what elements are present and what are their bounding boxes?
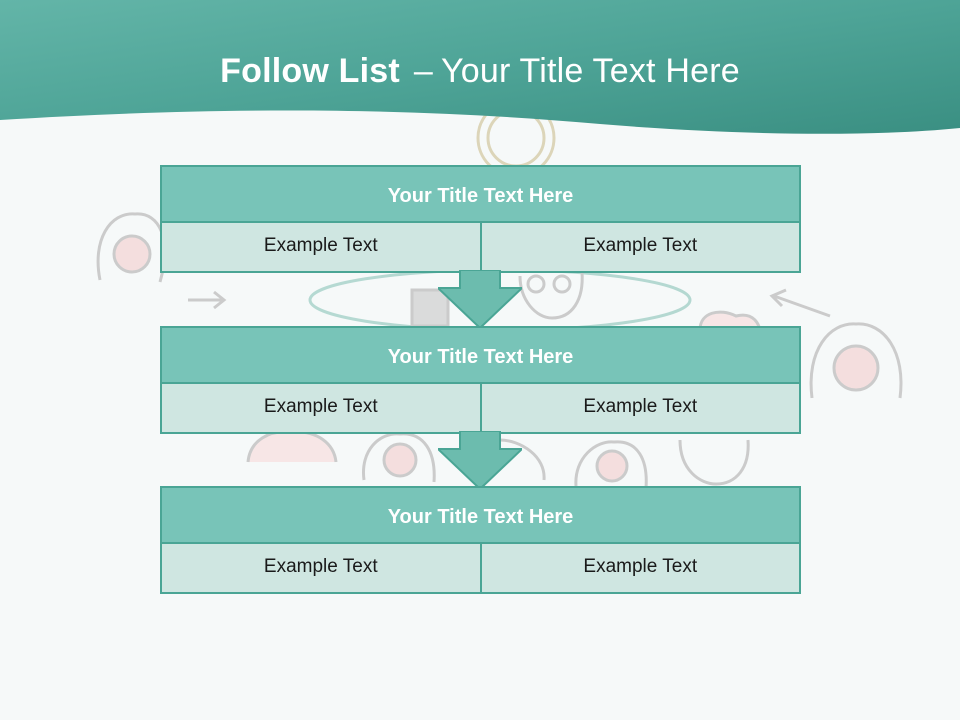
- down-arrow-icon: [438, 270, 522, 328]
- slide-title: Follow List–Your Title Text Here: [0, 52, 960, 91]
- list-block-1: Your Title Text Here Example Text Exampl…: [160, 165, 801, 273]
- block-row: Example Text Example Text: [160, 223, 801, 273]
- block-title: Your Title Text Here: [160, 165, 801, 223]
- block-cell-right: Example Text: [480, 223, 801, 273]
- block-title: Your Title Text Here: [160, 486, 801, 544]
- block-cell-left: Example Text: [160, 544, 481, 594]
- slide-title-separator: –: [413, 52, 434, 90]
- list-block-2: Your Title Text Here Example Text Exampl…: [160, 326, 801, 434]
- block-cell-right: Example Text: [480, 384, 801, 434]
- block-cell-right: Example Text: [480, 544, 801, 594]
- list-block-3: Your Title Text Here Example Text Exampl…: [160, 486, 801, 594]
- block-cell-left: Example Text: [160, 223, 481, 273]
- slide-title-bold: Follow List: [220, 52, 400, 90]
- slide-title-rest: Your Title Text Here: [441, 52, 740, 90]
- block-row: Example Text Example Text: [160, 384, 801, 434]
- down-arrow-icon: [438, 431, 522, 489]
- header-wave: [0, 0, 960, 134]
- block-row: Example Text Example Text: [160, 544, 801, 594]
- block-cell-left: Example Text: [160, 384, 481, 434]
- block-title: Your Title Text Here: [160, 326, 801, 384]
